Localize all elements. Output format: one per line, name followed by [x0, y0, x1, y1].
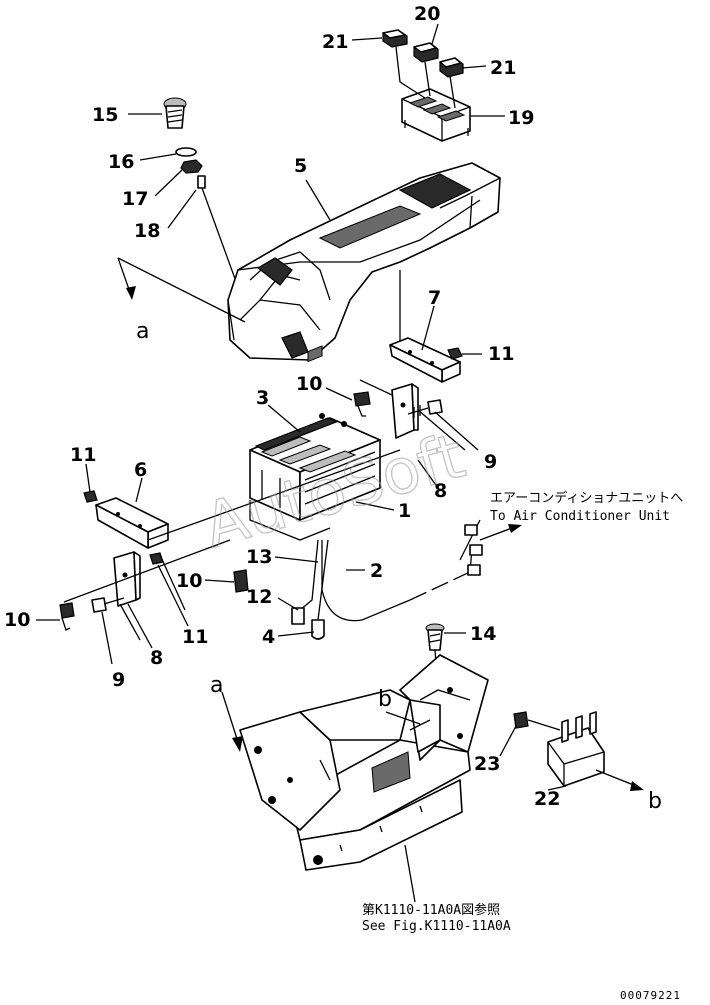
relay-22: [547, 711, 605, 787]
ref-a-top-lines: [117, 257, 246, 323]
leader-aircon-arrow: [479, 527, 513, 541]
callout-10-middle: 10: [176, 570, 202, 592]
switch-panel-19: [401, 88, 471, 142]
callout-6: 6: [134, 459, 147, 481]
note-aircon-en: To Air Conditioner Unit: [490, 509, 670, 524]
bracket-6: [95, 497, 169, 549]
callout-23: 23: [474, 753, 500, 775]
callout-2: 2: [370, 560, 383, 582]
bracket-7: [389, 337, 461, 383]
note-fig-en: See Fig.K1110-11A0A: [362, 919, 511, 934]
bolt-10-upper: [353, 391, 371, 417]
leader-left-connections: [63, 449, 401, 641]
aircon-arrowhead: [508, 524, 522, 533]
clip-11-upper-left: [83, 490, 98, 503]
ref-a-bottom-arrowhead: [232, 736, 243, 752]
harness-2: [299, 519, 481, 622]
callout-leaders: [36, 23, 567, 791]
callout-10-upper: 10: [296, 373, 322, 395]
callout-9-left: 9: [112, 669, 125, 691]
callout-11-right: 11: [488, 343, 514, 365]
callout-15: 15: [92, 104, 118, 126]
fuse-4: [311, 619, 325, 640]
console-frame: [239, 654, 489, 871]
ref-a-top-arrowhead: [126, 286, 136, 300]
callout-22: 22: [534, 788, 560, 810]
ref-letter-a-top: a: [136, 319, 149, 344]
switch-21-left: [382, 29, 408, 48]
callout-11-lower-left: 11: [182, 626, 208, 648]
callout-13: 13: [246, 546, 272, 568]
control-panel-3: [249, 345, 381, 541]
screw-14: [425, 623, 445, 651]
callout-21-right: 21: [490, 57, 516, 79]
ref-letter-a-bottom: a: [210, 673, 223, 698]
callout-12: 12: [246, 586, 272, 608]
bolt-9-left: [91, 597, 125, 613]
callout-3: 3: [256, 387, 269, 409]
callout-9-upper: 9: [484, 451, 497, 473]
bolt-10-middle: [233, 569, 249, 593]
callout-16: 16: [108, 151, 134, 173]
leader-relay-b: [595, 769, 637, 787]
bracket-8-right: [391, 383, 419, 439]
bolt-9-upper: [407, 399, 443, 418]
leader-switches: [395, 46, 456, 109]
callout-19: 19: [508, 107, 534, 129]
callout-labels: 21 20 21 19 15 16 17 18 5 7 11 10 3 9 8 …: [4, 3, 560, 810]
washer-16: [175, 147, 197, 157]
callout-18: 18: [134, 220, 160, 242]
callout-5: 5: [294, 155, 307, 177]
console-cover-5: [227, 162, 501, 361]
relay-b-arrowhead: [630, 781, 644, 791]
callout-10-left: 10: [4, 609, 30, 631]
callout-8-left: 8: [150, 647, 163, 669]
callout-20: 20: [414, 3, 440, 25]
screw-15: [163, 97, 187, 129]
ref-b-top-line: [385, 711, 421, 725]
note-fig-jp: 第K1110-11A0A図参照: [362, 902, 500, 918]
ref-letter-b-top: b: [378, 687, 392, 712]
switch-20: [413, 42, 439, 63]
callout-1: 1: [398, 500, 411, 522]
callout-8-right: 8: [434, 480, 447, 502]
callout-21-left: 21: [322, 31, 348, 53]
clip-11-right: [447, 347, 463, 360]
switch-21-right: [439, 57, 464, 78]
bolt-10-left: [59, 602, 75, 631]
ref-a-bottom-line: [221, 691, 239, 743]
ref-letter-b-right: b: [648, 789, 662, 814]
stud-18: [197, 175, 206, 189]
callout-11-upper-left: 11: [70, 444, 96, 466]
connector-12: [291, 607, 305, 625]
callout-14: 14: [470, 623, 496, 645]
callout-7: 7: [428, 287, 441, 309]
leader-panel-3: [267, 404, 301, 433]
aircon-connectors: [464, 524, 483, 576]
leader-frame-fig: [404, 844, 416, 903]
nut-17: [180, 159, 203, 174]
callout-4: 4: [262, 626, 275, 648]
doc-number: 00079221: [620, 989, 681, 1002]
note-aircon-jp: エアーコンディショナユニットへ: [490, 490, 683, 506]
leader-bracket-8: [359, 379, 466, 451]
bolt-23: [513, 711, 561, 731]
callout-17: 17: [122, 188, 148, 210]
